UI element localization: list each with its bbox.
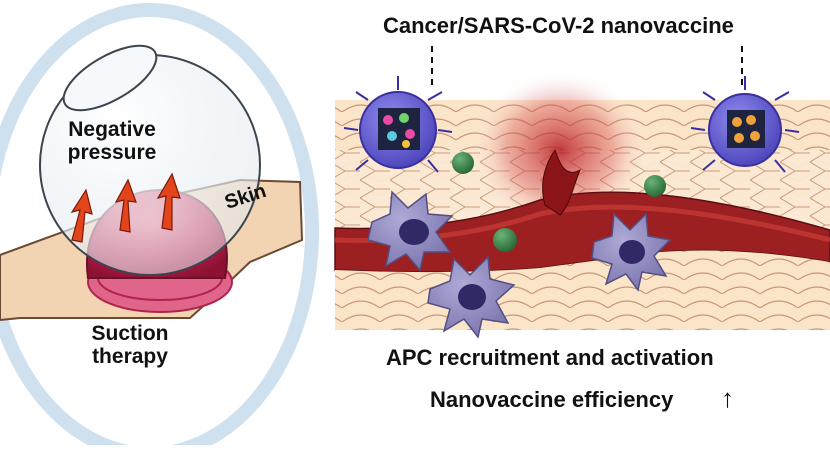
nanovaccine-label: Cancer/SARS-CoV-2 nanovaccine [383, 13, 734, 38]
negative-line: Negative [68, 118, 156, 141]
nanovaccine-particle-icon [343, 76, 800, 173]
up-arrow-icon: ↑ [721, 383, 734, 413]
therapy-line: therapy [92, 345, 168, 369]
suction-therapy-label: Suction therapy [70, 322, 190, 368]
apc-cell-icon [367, 190, 672, 339]
apc-recruitment-label: APC recruitment and activation [386, 345, 714, 370]
upward-arrow-icon [70, 172, 181, 243]
pressure-line: pressure [67, 141, 157, 165]
blood-splash-icon [542, 148, 581, 216]
green-particle [452, 152, 666, 252]
nanovaccine-efficiency-label: Nanovaccine efficiency [430, 387, 674, 412]
negative-pressure-label: Negative pressure [48, 118, 176, 164]
injection-glow [470, 70, 650, 230]
suction-therapy-panel [0, 3, 319, 450]
halo-ring [0, 3, 319, 450]
suction-line: Suction [91, 322, 169, 345]
